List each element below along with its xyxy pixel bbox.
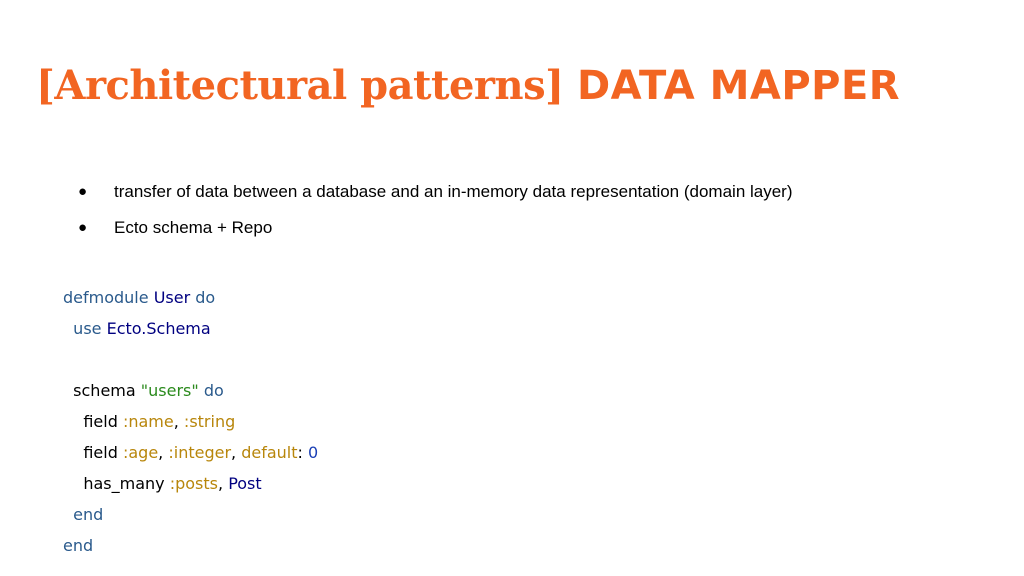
code-line: end <box>63 532 318 563</box>
code-keyword: do <box>195 288 216 307</box>
code-block: defmodule User do use Ecto.Schema schema… <box>63 284 318 563</box>
code-number: 0 <box>308 443 319 462</box>
code-atom: :posts <box>169 474 218 493</box>
code-atom: :string <box>183 412 236 431</box>
code-identifier: field <box>83 443 118 462</box>
code-line: field :age, :integer, default: 0 <box>63 439 318 470</box>
code-module: Post <box>228 474 262 493</box>
code-keyword: use <box>73 319 102 338</box>
bullet-icon: ● <box>78 219 88 236</box>
code-keyword: end <box>73 505 104 524</box>
bullet-text: Ecto schema + Repo <box>114 218 273 237</box>
code-string: "users" <box>140 381 199 400</box>
title-prefix: [Architectural patterns] <box>36 62 564 109</box>
code-atom: :age <box>122 443 159 462</box>
code-keyword: end <box>63 536 94 555</box>
code-identifier: has_many <box>83 474 165 493</box>
bullet-icon: ● <box>78 183 88 200</box>
bullet-list: ● transfer of data between a database an… <box>78 178 793 250</box>
slide-title: [Architectural patterns] DATA MAPPER <box>36 58 900 114</box>
code-line: use Ecto.Schema <box>63 315 318 346</box>
code-punct: , <box>173 412 179 431</box>
code-punct: : <box>297 443 303 462</box>
code-line-blank <box>63 346 318 377</box>
code-line: schema "users" do <box>63 377 318 408</box>
code-keyword: defmodule <box>63 288 149 307</box>
code-keyword: do <box>203 381 224 400</box>
code-punct: , <box>158 443 164 462</box>
code-line: has_many :posts, Post <box>63 470 318 501</box>
list-item: ● Ecto schema + Repo <box>78 214 793 250</box>
code-line: field :name, :string <box>63 408 318 439</box>
bullet-text: transfer of data between a database and … <box>114 182 793 201</box>
code-module: Ecto.Schema <box>106 319 211 338</box>
code-atom: default <box>241 443 298 462</box>
code-line: defmodule User do <box>63 284 318 315</box>
code-punct: , <box>231 443 237 462</box>
code-line: end <box>63 501 318 532</box>
code-atom: :integer <box>168 443 232 462</box>
code-identifier: schema <box>73 381 136 400</box>
code-atom: :name <box>122 412 174 431</box>
code-identifier: field <box>83 412 118 431</box>
list-item: ● transfer of data between a database an… <box>78 178 793 214</box>
title-main: DATA MAPPER <box>576 63 901 109</box>
code-punct: , <box>218 474 224 493</box>
code-module: User <box>153 288 191 307</box>
